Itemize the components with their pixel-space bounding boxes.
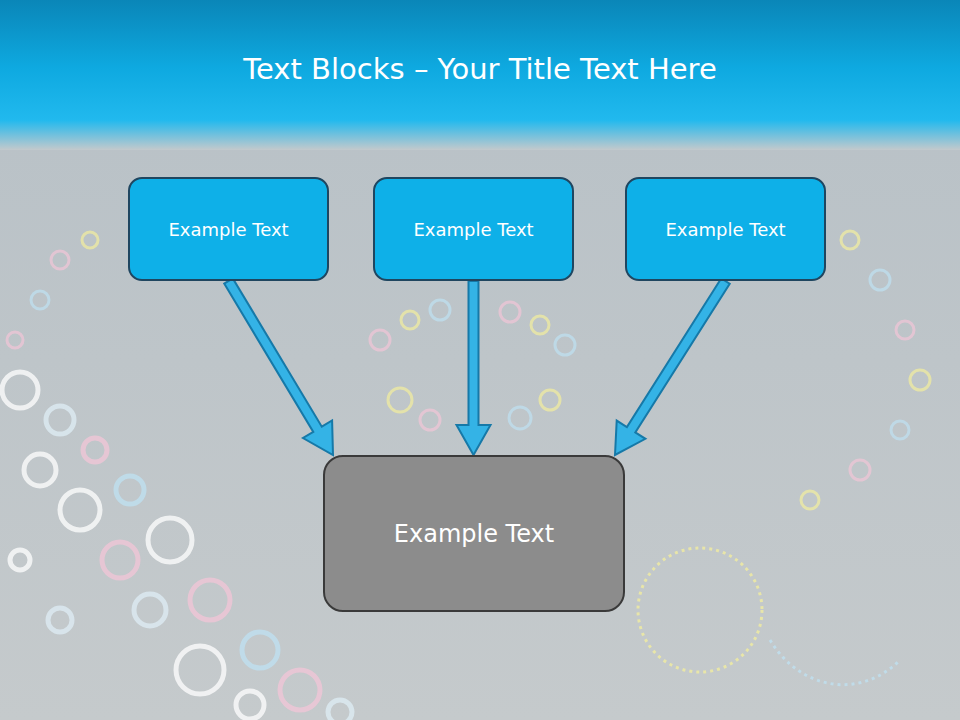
text-stack: Example Text xyxy=(168,219,288,240)
box-text: Example Text xyxy=(168,219,288,240)
flow-arrow xyxy=(224,278,333,455)
arrow-body xyxy=(615,278,730,455)
box-text: Example Text xyxy=(665,219,785,240)
box-text: Example Text xyxy=(394,520,554,548)
text-box: Example Text xyxy=(373,177,574,281)
box-text: Example Text xyxy=(413,219,533,240)
arrow-body xyxy=(457,281,491,455)
text-stack: Example Text xyxy=(394,520,554,548)
text-stack: Example Text xyxy=(665,219,785,240)
slide-title: Text Blocks – Your Title Text Here xyxy=(0,52,960,86)
text-box: Example Text xyxy=(128,177,329,281)
text-stack: Example Text xyxy=(413,219,533,240)
result-box: Example Text xyxy=(323,455,625,612)
flow-arrow xyxy=(457,281,491,455)
text-box: Example Text xyxy=(625,177,826,281)
arrow-body xyxy=(224,278,333,455)
flow-arrow xyxy=(615,278,730,455)
